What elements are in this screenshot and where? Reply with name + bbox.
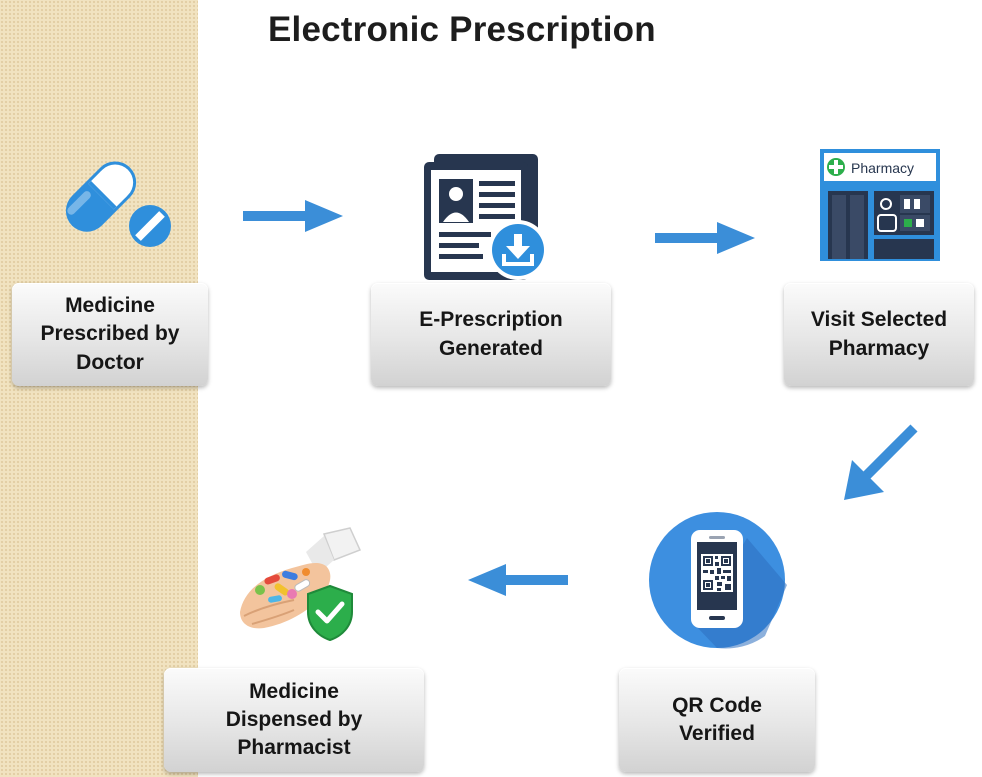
decorative-side-strip <box>0 0 198 777</box>
step-box-medicine-prescribed: Medicine Prescribed by Doctor <box>12 283 208 386</box>
phone-qr-icon <box>649 512 787 649</box>
flow-arrow-down-left <box>844 424 918 500</box>
step-label-line: Verified <box>679 722 755 745</box>
step-label-line: Pharmacy <box>828 336 930 360</box>
pharmacy-sign-text: Pharmacy <box>851 160 914 176</box>
flow-arrow-right-1 <box>243 200 343 232</box>
flow-arrow-right-2 <box>655 222 755 254</box>
step-label-line: E-Prescription <box>419 308 563 332</box>
step-label-line: Medicine <box>65 294 155 318</box>
step-label-line: Doctor <box>76 350 144 374</box>
pharmacy-store-icon: Pharmacy <box>820 149 940 261</box>
step-box-e-prescription: E-Prescription Generated <box>371 283 611 386</box>
document-download-icon <box>424 154 548 280</box>
step-box-visit-pharmacy: Visit Selected Pharmacy <box>784 283 974 386</box>
capsule-pill-icon <box>65 161 171 247</box>
step-label-line: Prescribed by <box>40 322 180 346</box>
step-label-line: Pharmacist <box>237 736 351 760</box>
step-label-line: Visit Selected <box>810 308 948 332</box>
step-label-line: QR Code <box>672 693 762 717</box>
step-label-line: Dispensed by <box>225 707 363 731</box>
flow-arrow-left <box>468 564 568 596</box>
step-label-line: Generated <box>439 336 543 360</box>
step-box-qr-verified: QR Code Verified <box>619 668 815 772</box>
step-label-line: Medicine <box>249 679 339 703</box>
hand-pills-icon <box>240 527 362 642</box>
diagram-title: Electronic Prescription <box>268 10 656 49</box>
step-box-medicine-dispensed: Medicine Dispensed by Pharmacist <box>164 668 424 772</box>
